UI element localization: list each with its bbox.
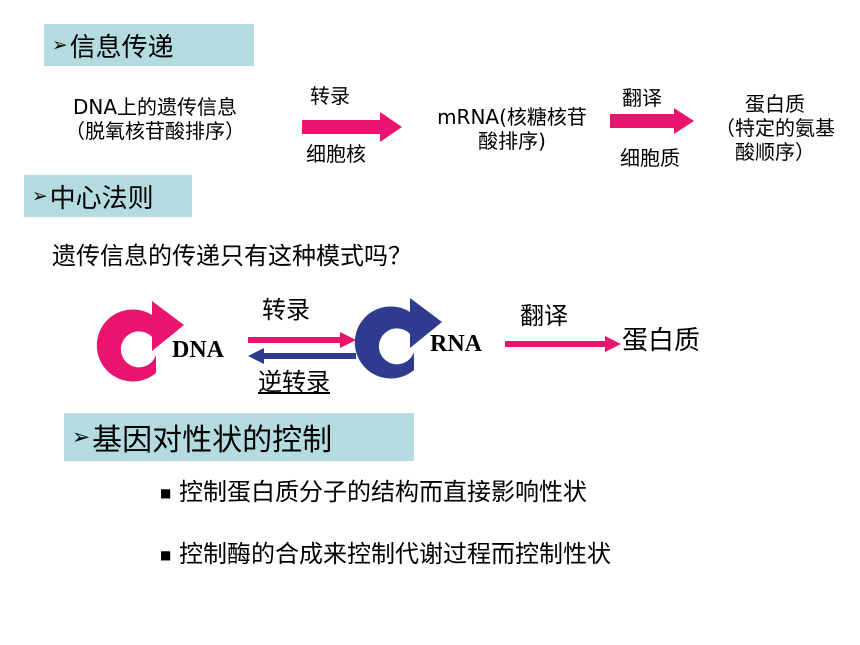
square-bullet-icon: ■ — [160, 547, 172, 562]
triangle-bullet-icon: ➢ — [52, 34, 68, 56]
protein-label: 蛋白质 — [622, 326, 701, 356]
section-title: 信息传递 — [69, 32, 174, 63]
mrna-label: mRNA(核糖核苷 酸排序) — [437, 105, 587, 153]
section-header-info-transfer: ➢ 信息传递 — [44, 24, 254, 66]
transcription-arrow — [302, 112, 402, 142]
section-header-central-dogma: ➢ 中心法则 — [24, 175, 192, 217]
translation-label: 翻译 — [520, 302, 568, 330]
reverse-transcription-arrow — [248, 348, 356, 364]
square-bullet-icon: ■ — [160, 485, 172, 500]
transcription-arrow — [248, 332, 356, 348]
rna-replication-arrow — [354, 298, 442, 379]
translation-arrow — [610, 108, 694, 134]
transcription-label: 转录 — [262, 296, 310, 324]
section-title: 基因对性状的控制 — [92, 423, 333, 458]
dna-label: DNA — [172, 337, 224, 363]
dna-info-label: DNA上的遗传信息 （脱氧核苷酸排序） — [65, 95, 245, 143]
reverse-transcription-label: 逆转录 — [258, 368, 330, 396]
section-title: 中心法则 — [49, 183, 154, 214]
rna-label: RNA — [430, 331, 482, 357]
triangle-bullet-icon: ➢ — [72, 424, 91, 450]
question-text: 遗传信息的传递只有这种模式吗？ — [52, 242, 412, 270]
section-header-gene-control: ➢ 基因对性状的控制 — [64, 413, 414, 461]
translation-arrow — [505, 336, 621, 352]
cytoplasm-label: 细胞质 — [620, 146, 680, 170]
transcription-label: 转录 — [310, 84, 350, 108]
list-item: ■ 控制酶的合成来控制代谢过程而控制性状 — [160, 540, 611, 568]
protein-label: 蛋白质 （特定的氨基 酸顺序） — [715, 92, 835, 164]
triangle-bullet-icon: ➢ — [32, 185, 48, 207]
dna-replication-arrow — [96, 301, 184, 382]
nucleus-label: 细胞核 — [306, 142, 366, 166]
translation-label: 翻译 — [622, 86, 662, 110]
list-item: ■ 控制蛋白质分子的结构而直接影响性状 — [160, 478, 587, 506]
